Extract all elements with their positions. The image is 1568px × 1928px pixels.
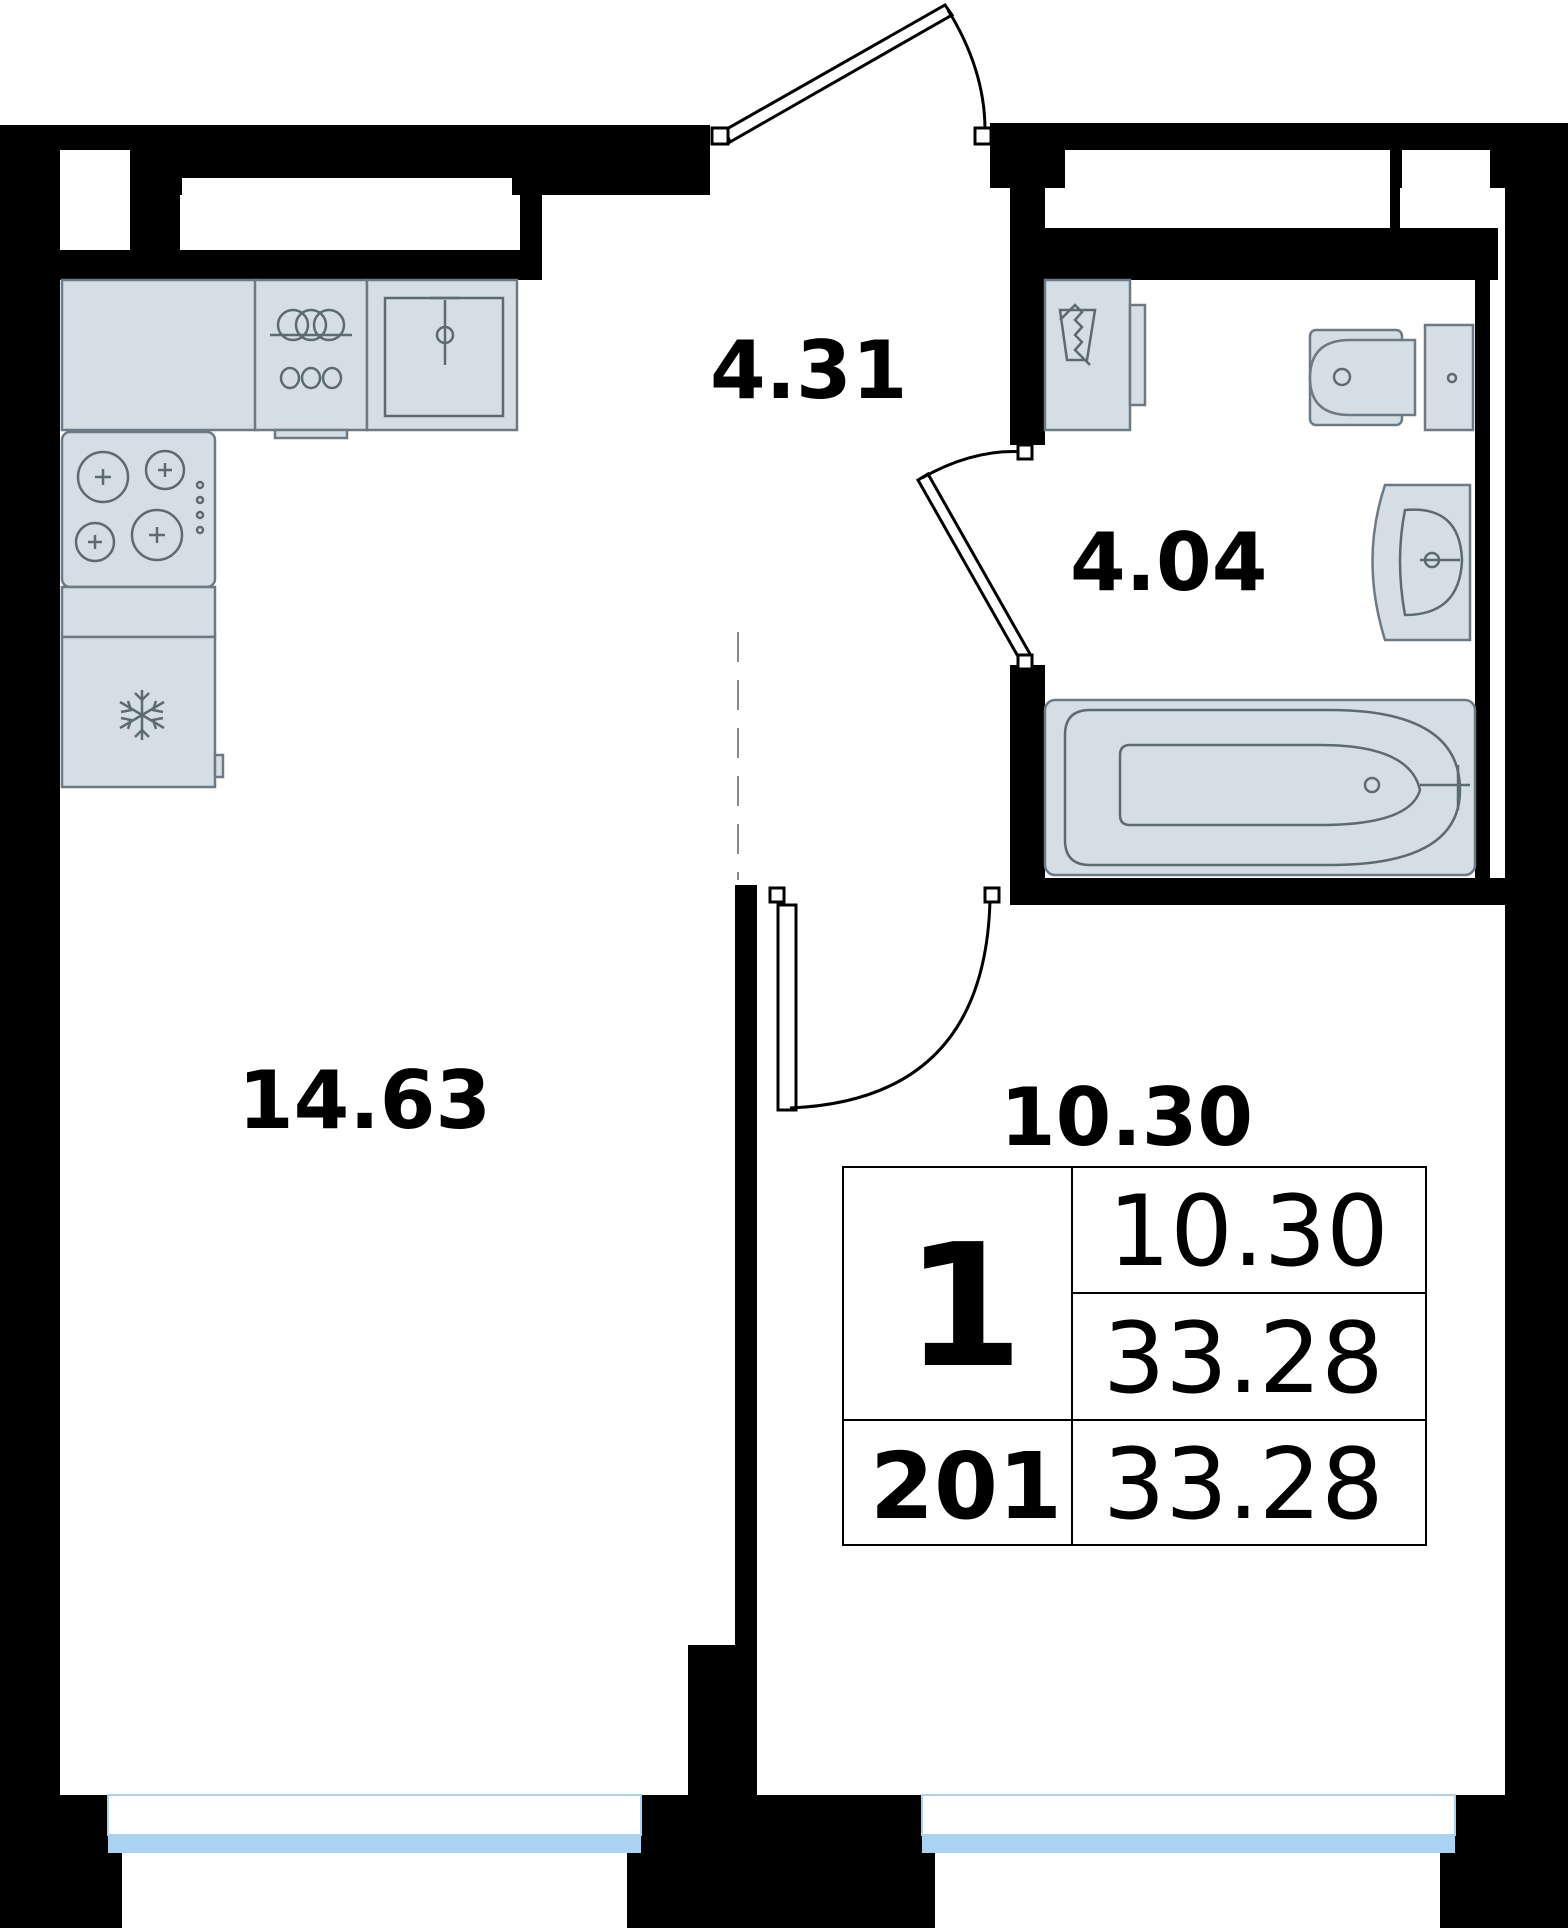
wall-bedroom-kitchen-2	[735, 895, 757, 1805]
wall-right	[1505, 123, 1568, 1928]
window-top-left-small	[60, 150, 130, 222]
bedroom-door	[768, 886, 1001, 1112]
room-area-kitchen-living: 14.63	[238, 1054, 491, 1147]
snowflake-icon	[119, 690, 165, 740]
dishwasher	[253, 278, 369, 432]
kitchen-fixtures	[60, 278, 519, 789]
wall-bath-left-upper-2	[1010, 188, 1045, 443]
dishwasher-ring-icon	[276, 308, 310, 342]
wall-kitchen-base	[688, 1645, 738, 1805]
burner-icon	[76, 450, 130, 504]
wall-top-right-lintel	[990, 228, 1498, 280]
room-area-hall: 4.31	[710, 324, 907, 417]
wall-bath-right-strip-2	[1475, 270, 1490, 880]
window-bottom-left	[107, 1794, 642, 1928]
living-area-value: 10.30	[1108, 1175, 1389, 1289]
room-area-bathroom: 4.04	[1070, 516, 1267, 609]
summary-table: 1 10.30 33.28 201 33.28	[842, 1166, 1427, 1546]
kitchen-sink	[365, 278, 519, 432]
window-top-right	[1065, 150, 1390, 225]
toilet	[1308, 323, 1475, 432]
total-area-repeat-value: 33.28	[1103, 1428, 1384, 1542]
entrance-door	[710, 3, 993, 146]
total-area-value: 33.28	[1103, 1302, 1384, 1416]
room-area-bedroom: 10.30	[1000, 1071, 1253, 1164]
washbasin	[1371, 483, 1472, 642]
wall-left	[0, 125, 60, 1928]
window-top-left	[182, 178, 512, 250]
window-bottom-right	[921, 1794, 1456, 1928]
wall-top-mid	[510, 125, 710, 195]
wall-top-left-lintel	[0, 250, 520, 280]
bathtub	[1043, 698, 1477, 877]
wall-top-right-pillar	[1390, 140, 1400, 280]
apartment-number: 201	[870, 1433, 1062, 1540]
rooms-count: 1	[905, 1208, 1023, 1406]
window-top-right-small	[1402, 150, 1490, 225]
room-hall	[542, 195, 1010, 885]
stove	[60, 430, 217, 589]
wall-bath-left-lower-2	[1010, 665, 1045, 878]
kitchen-counter	[60, 278, 259, 432]
wall-bath-bottom-2	[1010, 878, 1505, 905]
bathroom-door	[915, 443, 1034, 671]
bathroom-fixtures	[1043, 278, 1477, 877]
kitchen-counter-2	[60, 585, 217, 639]
